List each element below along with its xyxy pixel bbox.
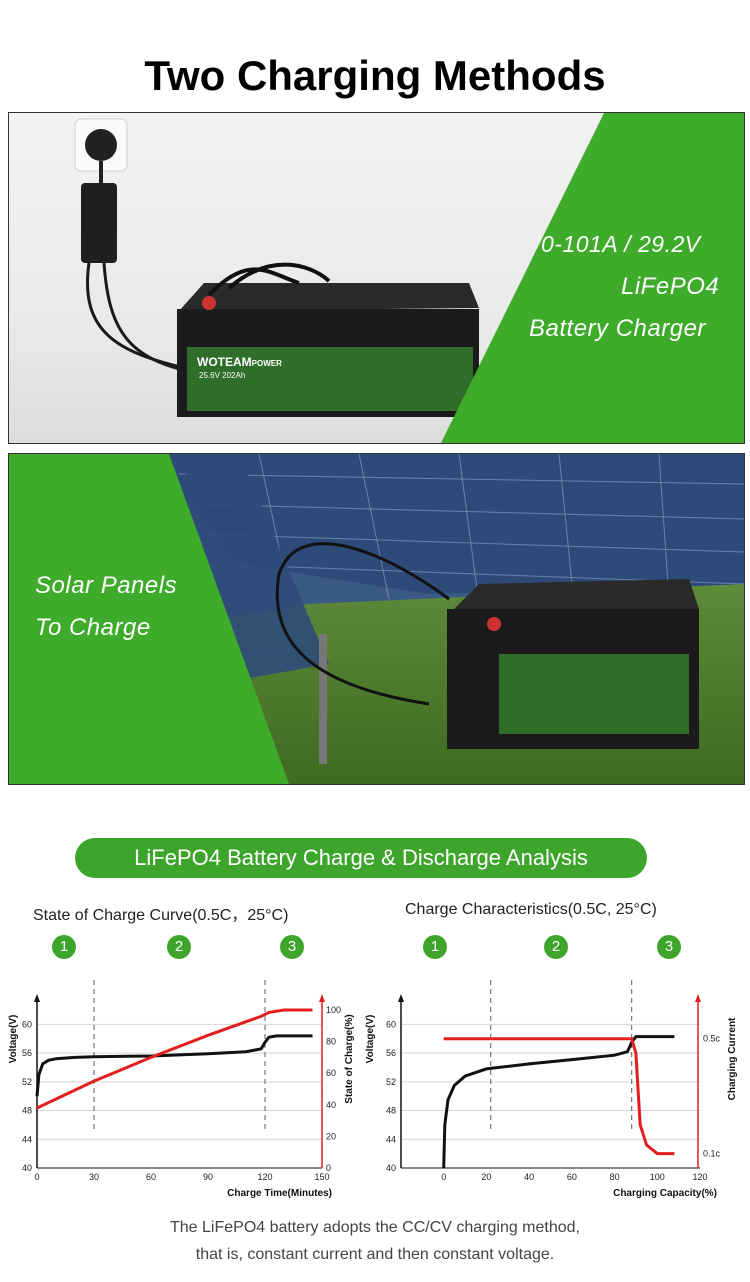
chart2-xtick-label: 60 — [567, 1172, 577, 1182]
chart1-title: State of Charge Curve(0.5C，25°C) — [33, 907, 289, 924]
chart1-y2-axis-arrow — [319, 994, 325, 1002]
solar-photo-panel: Solar Panels To Charge — [8, 453, 745, 785]
chart2-ytick-label: 40 — [386, 1163, 396, 1173]
chart1-ytick-label: 60 — [22, 1019, 32, 1029]
chart2-svg: 40 44 48 52 56 60 0 20 40 60 80 100 120 Voltage(V) Cha… — [365, 980, 738, 1199]
chart1-series-soc-line — [36, 1008, 313, 1110]
chart1-ytick-label: 52 — [22, 1077, 32, 1087]
chart2-xtick-label: 0 — [441, 1172, 446, 1182]
page-title: Two Charging Methods — [144, 52, 606, 99]
chart1-ylabel: Voltage(V) — [8, 1015, 19, 1064]
chart1-xlabel: Charge Time(Minutes) — [227, 1188, 332, 1199]
chart1-svg: 40 44 48 52 56 60 0 30 60 90 120 150 Voltage(V) State… — [8, 980, 355, 1199]
footer-line-1: The LiFePO4 battery adopts the CC/CV cha… — [170, 1219, 580, 1236]
chart1-y2tick-label: 40 — [326, 1100, 336, 1110]
chart1-ytick-label: 56 — [22, 1048, 32, 1058]
chart1-y2label: State of Charge(%) — [344, 1014, 355, 1103]
charger-photo-panel: 0-101A / 29.2V LiFePO4 Battery Charger W… — [8, 112, 745, 444]
chart2-xlabel: Charging Capacity(%) — [613, 1188, 717, 1199]
chart1-phase-1-badge: 1 — [52, 935, 76, 959]
charger-name-text: Battery Charger — [529, 315, 706, 342]
chart2-xtick-label: 100 — [650, 1172, 665, 1182]
charger-illustration — [74, 118, 479, 417]
footer-line-2: that is, constant current and then const… — [195, 1246, 555, 1263]
chart2-phase-2-badge: 2 — [544, 935, 568, 959]
chart2-y2label: Charging Current — [727, 1017, 738, 1100]
chart2-ytick-label: 48 — [386, 1106, 396, 1116]
chart1-phase-2-badge: 2 — [167, 935, 191, 959]
chart1-y2tick-label: 100 — [326, 1005, 341, 1015]
chart2-phase-3-badge: 3 — [657, 935, 681, 959]
chart2-xtick-label: 40 — [524, 1172, 534, 1182]
battery-brand-suffix: POWER — [251, 359, 282, 368]
chart2-ytick-label: 52 — [386, 1077, 396, 1087]
chart1-ytick-label: 40 — [22, 1163, 32, 1173]
chart2-series-current-line — [443, 1037, 675, 1156]
chart2-xtick-label: 80 — [610, 1172, 620, 1182]
battery-brand: WOTEAM — [197, 355, 252, 369]
chart1-y-axis-arrow — [34, 994, 40, 1002]
chart2-y2tick-label: 0.1c — [703, 1149, 721, 1159]
chart1-y2tick-label: 60 — [326, 1068, 336, 1078]
chart1-xtick-label: 90 — [203, 1172, 213, 1182]
analysis-header: LiFePO4 Battery Charge & Discharge Analy… — [75, 838, 647, 878]
chart2-ytick-label: 44 — [386, 1134, 396, 1144]
chart1-ytick-label: 48 — [22, 1106, 32, 1116]
chart2-title: Charge Characteristics(0.5C, 25°C) — [405, 901, 657, 918]
chart1-y2tick-label: 80 — [326, 1037, 336, 1047]
chart2-y2tick-label: 0.5c — [703, 1034, 721, 1044]
chart2-y2-axis-arrow — [695, 994, 701, 1002]
chart2-ylabel: Voltage(V) — [365, 1015, 376, 1064]
solar-text-line2: To Charge — [35, 614, 151, 641]
chart2-xtick-label: 20 — [481, 1172, 491, 1182]
chart2-xtick-label: 120 — [692, 1172, 707, 1182]
chart1-xtick-label: 0 — [34, 1172, 39, 1182]
battery-spec: 25.6V 202Ah — [199, 371, 246, 380]
chart1-xtick-label: 30 — [89, 1172, 99, 1182]
chart2-ytick-label: 56 — [386, 1048, 396, 1058]
chart1-xtick-label: 150 — [314, 1172, 329, 1182]
chart2-ytick-label: 60 — [386, 1019, 396, 1029]
chart1-y2tick-label: 20 — [326, 1131, 336, 1141]
chart1-y2tick-label: 0 — [326, 1163, 331, 1173]
chart2-y-axis-arrow — [398, 994, 404, 1002]
solar-text-line1: Solar Panels — [35, 572, 178, 599]
charger-chem-text: LiFePO4 — [621, 273, 720, 300]
chart1-ytick-label: 44 — [22, 1134, 32, 1144]
chart2-phase-1-badge: 1 — [423, 935, 447, 959]
charger-spec-text: 0-101A / 29.2V — [541, 231, 701, 257]
chart1-xtick-label: 120 — [257, 1172, 272, 1182]
chart1-phase-3-badge: 3 — [280, 935, 304, 959]
chart1-xtick-label: 60 — [146, 1172, 156, 1182]
